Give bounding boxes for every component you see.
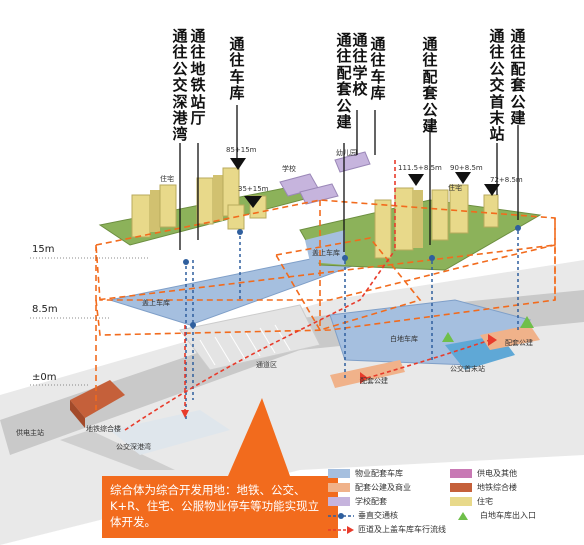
legend-swatch xyxy=(328,497,350,506)
legend-swatch xyxy=(450,497,472,506)
legend-item-public-commerce: 配套公建及商业 xyxy=(328,482,411,493)
legend-item-garage-entrance: 白地车库出入口 xyxy=(450,510,536,521)
callout-pointer xyxy=(228,398,290,476)
tag-interchange: 配套公建 xyxy=(505,339,533,347)
underpass-zone xyxy=(179,304,321,371)
housing-towers-right xyxy=(374,184,499,259)
legend-label: 住宅 xyxy=(477,497,493,506)
marker-triangles xyxy=(230,158,500,208)
public-building-ground xyxy=(330,360,405,388)
height-tag-1: 85+15m xyxy=(226,146,257,154)
tag-metro-complex: 地铁综合楼 xyxy=(86,425,121,433)
tag-upper-garage-left: 盖上车库 xyxy=(142,299,170,307)
school-buildings xyxy=(279,151,371,205)
bus-bay-area xyxy=(110,410,230,455)
label-to-bus-terminal: 通往公交首末站 xyxy=(489,27,505,144)
legend-item-school: 学校配套 xyxy=(328,496,387,507)
legend-item-vertical-core: 垂直交通核 xyxy=(328,510,398,521)
tag-upper-garage-right: 盖上车库 xyxy=(312,249,340,257)
interchange-building xyxy=(480,325,540,350)
orange-dashed-frames xyxy=(95,199,556,410)
legend-item-power: 供电及其他 xyxy=(450,468,517,479)
dashed-dot-icon xyxy=(328,512,354,519)
tag-housing-left: 住宅 xyxy=(160,175,174,183)
label-to-public-bldg-b: 通往配套公建 xyxy=(422,35,438,136)
label-to-metro-hall: 通往地铁站厅 xyxy=(190,27,206,128)
level-15m: 15m xyxy=(32,244,55,255)
level-0m: ±0m xyxy=(32,372,57,383)
legend-label: 物业配套车库 xyxy=(355,469,403,478)
tag-kindergarten: 幼儿园 xyxy=(336,149,357,157)
tag-white-garage: 白地车库 xyxy=(390,335,418,343)
legend-label: 配套公建及商业 xyxy=(355,483,411,492)
height-tag-4: 90+8.5m xyxy=(450,164,483,172)
housing-towers-left xyxy=(131,167,267,238)
upper-garage-right xyxy=(305,230,345,265)
arrow-icon xyxy=(328,525,354,534)
legend-swatch xyxy=(450,483,472,492)
height-tag-5: 72+8.5m xyxy=(490,176,523,184)
tag-power-station: 供电主站 xyxy=(16,429,44,437)
legend-swatch xyxy=(450,469,472,478)
legend-item-housing: 住宅 xyxy=(450,496,493,507)
legend-item-property-garage: 物业配套车库 xyxy=(328,468,403,479)
legend-swatch xyxy=(328,483,350,492)
label-to-school: 通往学校 xyxy=(352,31,368,99)
tag-bus-bay: 公交深港湾 xyxy=(116,443,151,451)
legend-item-vehicle-flow: 匝道及上盖车库车行流线 xyxy=(328,524,446,535)
tag-housing-right: 住宅 xyxy=(448,184,462,192)
triangle-icon xyxy=(458,511,468,520)
legend-label: 匝道及上盖车库车行流线 xyxy=(358,525,446,534)
vertical-core-dots xyxy=(183,225,521,328)
garage-entrance-marker xyxy=(520,316,534,328)
height-tag-3: 111.5+8.5m xyxy=(398,164,442,172)
label-to-bus-bay: 通往公交深港湾 xyxy=(172,27,188,144)
metro-complex-building xyxy=(70,380,125,418)
tag-bus-terminal: 公交首末站 xyxy=(450,365,485,373)
tag-public-building: 配套公建 xyxy=(360,377,388,385)
garage-entrance-marker-2 xyxy=(442,332,454,342)
legend-label: 地铁综合楼 xyxy=(477,483,517,492)
label-to-garage-a: 通往车库 xyxy=(229,35,245,103)
tag-school: 学校 xyxy=(282,165,296,173)
label-leader-lines xyxy=(179,105,519,252)
vertical-circulation-lines xyxy=(185,225,519,420)
legend-label: 学校配套 xyxy=(355,497,387,506)
legend-swatch xyxy=(328,469,350,478)
label-to-public-bldg-a: 通往配套公建 xyxy=(336,31,352,132)
height-tag-2: 35+15m xyxy=(238,185,269,193)
legend-label: 垂直交通核 xyxy=(358,511,398,520)
legend-label: 白地车库出入口 xyxy=(480,511,536,520)
side-road xyxy=(60,430,175,470)
callout-box: 综合体为综合开发用地：地铁、公交、K+R、住宅、公服物业停车等功能实现立体开发。 xyxy=(102,476,338,538)
label-to-garage-b: 通往车库 xyxy=(370,35,386,103)
vehicle-flow-lines xyxy=(124,160,491,431)
legend-label: 供电及其他 xyxy=(477,469,517,478)
legend-item-metro-complex: 地铁综合楼 xyxy=(450,482,517,493)
legend: 物业配套车库 供电及其他 配套公建及商业 地铁综合楼 学校配套 住宅 垂直交通核… xyxy=(320,464,582,544)
level-8-5m: 8.5m xyxy=(32,304,58,315)
tag-underpass: 通道区 xyxy=(256,361,277,369)
label-to-public-bldg-c: 通往配套公建 xyxy=(510,27,526,128)
